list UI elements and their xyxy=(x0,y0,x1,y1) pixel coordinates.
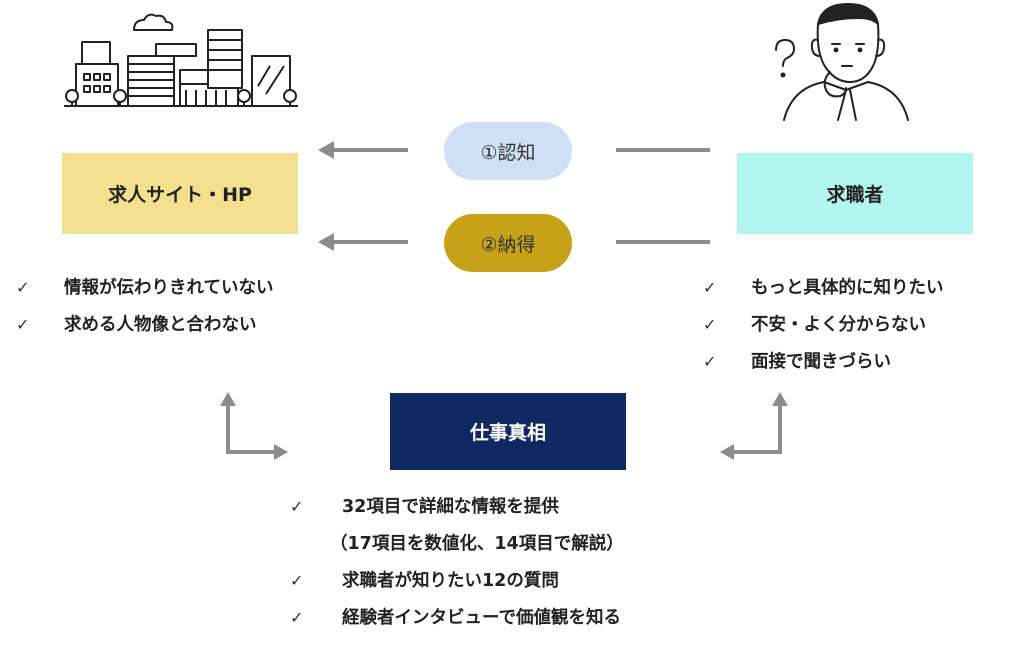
job-site-label: 求人サイト・HP xyxy=(108,184,252,206)
check-icon: ✓ xyxy=(703,278,717,297)
check-icon: ✓ xyxy=(290,571,304,590)
check-icon: ✓ xyxy=(703,315,717,334)
city-buildings-icon xyxy=(64,13,298,107)
feature-subtext: （17項目を数値化、14項目で解説） xyxy=(330,534,624,554)
shigoto-shinso-label: 仕事真相 xyxy=(469,422,546,444)
job-seeker-label: 求職者 xyxy=(826,184,884,206)
list-item: ✓ 情報が伝わりきれていない xyxy=(16,278,273,298)
shigoto-shinso-box: 仕事真相 xyxy=(390,393,626,470)
seeker-issue-list: ✓ もっと具体的に知りたい ✓ 不安・よく分からない ✓ 面接で聞きづらい xyxy=(703,278,944,389)
feature-text: 32項目で詳細な情報を提供 xyxy=(342,497,559,517)
step-recognition-label: ①認知 xyxy=(480,141,536,164)
site-issue-list: ✓ 情報が伝わりきれていない ✓ 求める人物像と合わない xyxy=(16,278,273,352)
seeker-issue-text: 不安・よく分からない xyxy=(751,315,926,335)
feature-text: 経験者インタビューで価値観を知る xyxy=(342,608,621,628)
list-item: ✓ もっと具体的に知りたい xyxy=(703,278,944,298)
feature-text: 求職者が知りたい12の質問 xyxy=(342,571,559,591)
list-item: ✓ 不安・よく分からない xyxy=(703,315,944,335)
seeker-issue-text: 面接で聞きづらい xyxy=(751,352,891,372)
list-item: ✓ 面接で聞きづらい xyxy=(703,352,944,372)
thinking-person-icon xyxy=(775,3,909,121)
check-icon: ✓ xyxy=(290,608,304,627)
step-recognition-pill: ①認知 xyxy=(444,122,572,180)
check-icon: ✓ xyxy=(16,278,30,297)
list-item: ✓ 経験者インタビューで価値観を知る xyxy=(290,608,750,628)
check-icon: ✓ xyxy=(290,497,304,516)
list-item: ✓ 求職者が知りたい12の質問 xyxy=(290,571,750,591)
check-icon: ✓ xyxy=(16,315,30,334)
job-seeker-box: 求職者 xyxy=(737,153,973,234)
step-conviction-pill: ②納得 xyxy=(444,214,572,272)
site-issue-text: 情報が伝わりきれていない xyxy=(64,278,274,298)
list-item: ✓ 32項目で詳細な情報を提供 xyxy=(290,497,750,517)
seeker-issue-text: もっと具体的に知りたい xyxy=(751,278,944,298)
job-site-box: 求人サイト・HP xyxy=(62,153,298,234)
list-item: ✓ 求める人物像と合わない xyxy=(16,315,273,335)
check-icon: ✓ xyxy=(703,352,717,371)
step-conviction-label: ②納得 xyxy=(480,233,536,256)
feature-list: ✓ 32項目で詳細な情報を提供 （17項目を数値化、14項目で解説） ✓ 求職者… xyxy=(290,497,750,628)
flow-arrows xyxy=(220,141,788,460)
site-issue-text: 求める人物像と合わない xyxy=(64,315,257,335)
